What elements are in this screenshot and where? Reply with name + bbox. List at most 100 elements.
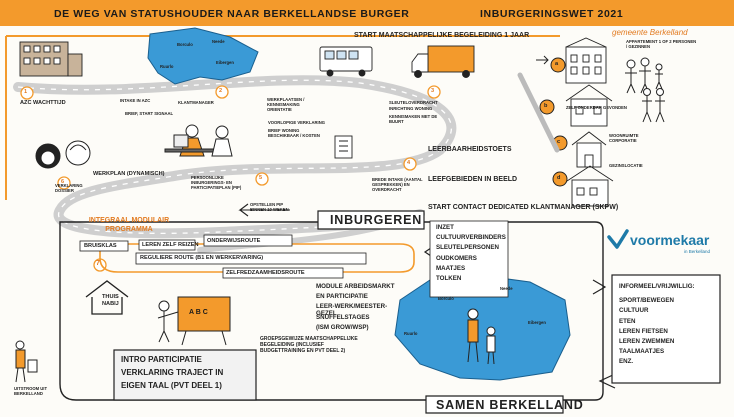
module-item: MODULE ARBEIDSMARKT <box>316 283 395 290</box>
housing-label-c: WOONRUIMTE CORPORATIE <box>609 133 639 143</box>
home-icon <box>85 280 129 315</box>
step-number-1: 1 <box>24 89 28 95</box>
step4-note: BREDE INTAKE (AANTAL GESPREKKEN) EN OVER… <box>372 177 423 192</box>
inburgeren-box <box>317 210 425 230</box>
informeel-item: TAALMAATJES <box>619 348 665 356</box>
housing-apartment <box>565 37 607 84</box>
map-bottom-label-ruurlo: Ruurlo <box>404 331 418 336</box>
voormekaar-mark <box>607 229 629 249</box>
people-family-sketch <box>625 57 663 94</box>
letter-d: d <box>557 175 561 181</box>
map-bottom-label-neede: Neede <box>500 286 513 291</box>
informeel-item: CULTUUR <box>619 307 649 315</box>
inzet-list: INZET CULTUURVERBINDERS SLEUTELPERSONEN … <box>436 224 508 285</box>
start-maatschappelijke-label: START MAATSCHAPPELIJKE BEGELEIDING 1 JAA… <box>354 32 530 39</box>
box-leren-zelf-reizen <box>138 239 196 251</box>
map-top-label-eibergen: Eibergen <box>216 60 234 65</box>
housing-corporation <box>571 131 607 168</box>
inzet-item: MAATJES <box>436 264 466 272</box>
arrow-samen <box>598 373 616 389</box>
route-onderwijs: ONDERWIJSROUTE <box>207 238 261 244</box>
step2-note-3: BRIEF WONING BESCHIKBAAR / KOSTEN <box>268 128 320 138</box>
map-bottom-label-eibergen: Eibergen <box>528 320 546 325</box>
map-top-label-borculo: Borculo <box>177 42 193 47</box>
route-reguliere: REGULIERE ROUTE (B1 EN WERKERVARING) <box>140 255 264 261</box>
housing-label-a: APPARTEMENT 1 OF 2 PERSONEN / GEZINNEN <box>626 39 697 49</box>
person-leaving <box>15 340 38 383</box>
road-dashes <box>17 79 452 234</box>
integraal-label: INTEGRAAL MODULAIR PROGRAMMA <box>88 217 170 233</box>
box-inzet <box>429 220 509 298</box>
inzet-item: OUDKOMERS <box>436 254 477 262</box>
box-reguliere <box>135 252 367 265</box>
program-frame <box>59 221 604 401</box>
arrow-housing-road <box>517 72 560 153</box>
step-number-3: 3 <box>431 88 435 94</box>
samen-label: SAMEN BERKELLAND <box>436 398 584 412</box>
klantmanager-note: KLANTMANAGER <box>178 100 214 105</box>
faces-sketch <box>35 140 91 169</box>
step3-note-1: SLEUTELOVERDRACHT <box>389 100 438 105</box>
voormekaar-sub: in Berkelland <box>684 249 711 254</box>
inzet-item: CULTUURVERBINDERS <box>436 234 506 242</box>
inzet-item: TOLKEN <box>436 274 462 282</box>
arrow-note-left <box>238 203 290 217</box>
housing-family-location <box>566 165 614 207</box>
intro-line: VERKLARING TRAJECT IN <box>121 368 224 377</box>
people-pair-sketch <box>642 88 665 123</box>
map-bottom-label-borculo: Borculo <box>438 296 454 301</box>
step-number-5: 5 <box>259 175 263 181</box>
azc-label: AZC WACHTTIJD <box>20 100 66 106</box>
informeel-list: INFORMEEL/VRIJWILLIG: SPORT/BEWEGEN CULT… <box>619 283 719 369</box>
housing-label-b: ZELF ONDERDAK GEVONDEN <box>566 105 627 110</box>
informeel-item: LEREN FIETSEN <box>619 327 668 335</box>
module-item: SNUFFELSTAGES <box>316 313 370 321</box>
step3-sub: KENNISMAKEN MET DE BUURT <box>389 114 438 124</box>
map-top-label-neede: Neede <box>212 39 225 44</box>
leefgebieden-label: LEEFGEBIEDEN IN BEELD <box>428 176 518 183</box>
start-contact-label: START CONTACT DEDICATED KLANTMANAGER (SK… <box>428 204 619 211</box>
housing-label-d: GEZINSLOCATIE <box>609 163 643 168</box>
page-subtitle: INBURGERINGSWET 2021 <box>480 8 624 20</box>
intro-line: EIGEN TAAL (PVT DEEL 1) <box>121 381 222 390</box>
map-top-label-ruurlo: Ruurlo <box>160 64 174 69</box>
step5-note: PERSOONLIJKE INBURGERINGS- EN PARTICIPAT… <box>191 175 242 190</box>
step-number-6: 6 <box>61 179 65 185</box>
module-item: (ISM GROW/WSP) <box>316 323 369 331</box>
module-item: EN PARTICIPATIE <box>316 293 368 301</box>
clipboard-sketch <box>334 135 353 159</box>
step2-note-2: VOORLOPIGE VERKLARING <box>268 120 326 125</box>
people-on-map <box>467 308 496 365</box>
azc-note-1: INTAKE IN AZC <box>120 98 151 103</box>
azc-note-2: BRIEF, START SIGNAAL <box>125 111 174 116</box>
housing-self-found <box>565 84 613 127</box>
step2-note-1: WERKPLAATSEN / KENNISMAKING ORIENTATIE <box>267 97 305 112</box>
inzet-item: INZET <box>436 224 454 231</box>
informeel-item: ETEN <box>619 317 636 325</box>
box-zelfredzaamheid <box>222 267 344 279</box>
map-top-shape <box>147 27 259 85</box>
gemeente-logo: gemeente Berkelland <box>612 28 688 37</box>
informeel-item: SPORT/BEWEGEN <box>619 297 675 305</box>
arrow-to-housing <box>536 55 549 65</box>
voormekaar-logo: voormekaar <box>630 232 710 248</box>
inzet-item: SLEUTELPERSONEN <box>436 244 499 252</box>
moving-truck <box>411 45 475 78</box>
step-number-7: 7 <box>96 260 100 267</box>
desk-meeting-sketch <box>164 124 233 157</box>
informeel-title: INFORMEEL/VRIJWILLIG: <box>619 283 695 290</box>
route-loop <box>80 243 415 273</box>
bruisklas-label: BRUISKLAS <box>84 243 117 249</box>
leerbaarheidstoets-label: LEERBAARHEIDSTOETS <box>428 146 512 153</box>
arrow-informeel <box>592 279 607 295</box>
informeel-item: LEREN ZWEMMEN <box>619 337 675 345</box>
azc-building <box>19 41 83 77</box>
box-onderwijsroute <box>203 234 293 247</box>
intro-box <box>113 349 257 401</box>
letter-c: c <box>557 139 561 145</box>
werkplan-label: WERKPLAN (DYNAMISCH) <box>93 171 165 177</box>
step-number-2: 2 <box>219 88 223 94</box>
step6-note: VERKLARING DOSSIER <box>55 183 83 193</box>
